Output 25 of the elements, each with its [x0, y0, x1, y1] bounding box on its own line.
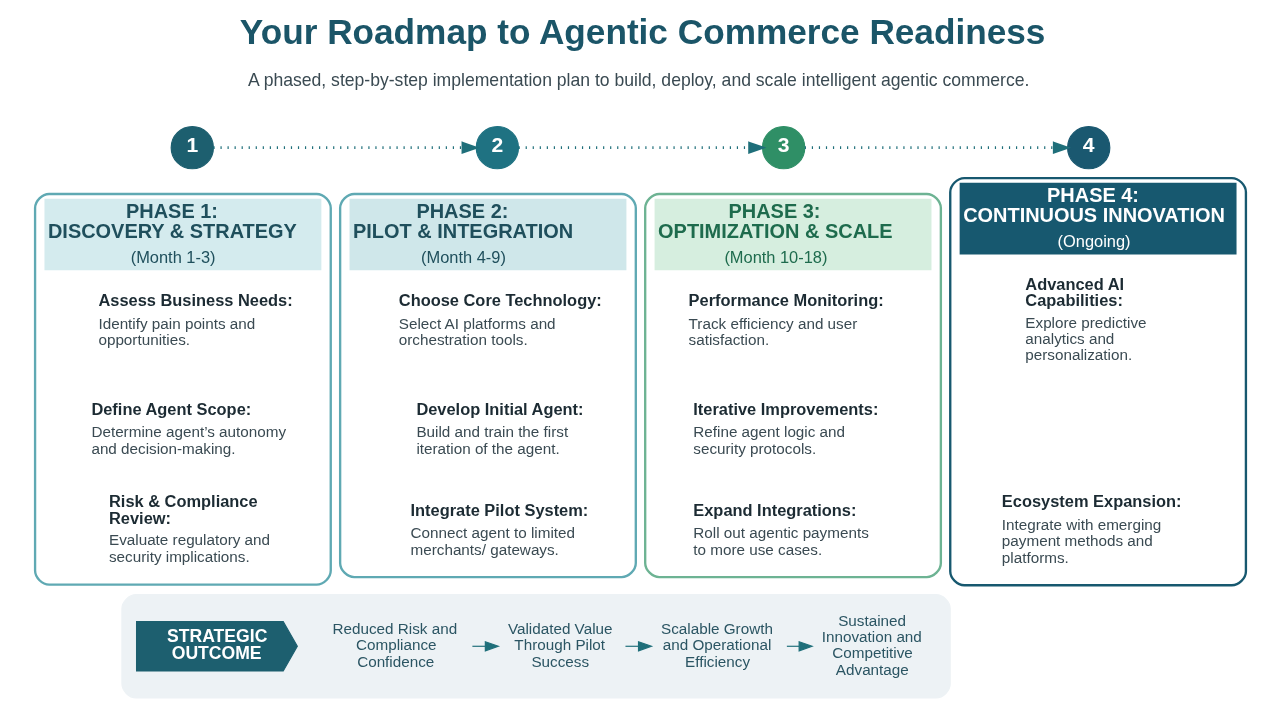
- cluster: [120, 594, 951, 699]
- node-text: Iterative Improvements: Refine agent logic and security protocols.: [692, 399, 878, 457]
- node-text: Develop Initial Agent: Build and train the first iteration of the agent.: [415, 399, 584, 457]
- node-circle: 4: [1066, 125, 1110, 170]
- label: A phased, step-by-step implementation plan to build, deploy, and scale intelligent agentic commerce.: [247, 70, 1029, 91]
- node-text: Risk & Compliance Review: Evaluate regulatory and security implications.: [108, 492, 270, 565]
- node-circle: 3: [761, 125, 805, 170]
- node-text: Validated Value Through Pilot Success: [507, 619, 612, 670]
- node-text: Assess Business Needs: Identify pain points and opportunities.: [97, 291, 293, 349]
- node-circle: 1: [170, 125, 214, 170]
- node-text: Define Agent Scope: Determine agent’s autonomy and decision-making.: [90, 399, 286, 457]
- node-text: Performance Monitoring: Track efficiency and user satisfaction.: [688, 291, 884, 349]
- diagram-title: Your Roadmap to Agentic Commerce Readiness: [239, 12, 1045, 52]
- node-text: Scalable Growth and Operational Efficiency: [660, 619, 773, 670]
- node-text: Integrate Pilot System: Connect agent to limited merchants/ gateways.: [410, 500, 588, 558]
- node-circle: 2: [475, 125, 519, 170]
- node-text: Expand Integrations: Roll out agentic payments to more use cases.: [692, 500, 869, 558]
- node-text: Reduced Risk and Compliance Confidence: [332, 619, 457, 670]
- arrow: [212, 141, 480, 154]
- node-text: Sustained Innovation and Competitive Advantage: [821, 611, 922, 678]
- arrow: [518, 141, 766, 154]
- node-text: Advanced AI Capabilities: Explore predictive analytics and personalization.: [1024, 274, 1147, 364]
- node-text: Ecosystem Expansion: Integrate with emerging payment methods and platforms.: [1001, 492, 1181, 566]
- node-text: Choose Core Technology: Select AI platforms and orchestration tools.: [398, 291, 602, 349]
- arrow: [804, 141, 1071, 154]
